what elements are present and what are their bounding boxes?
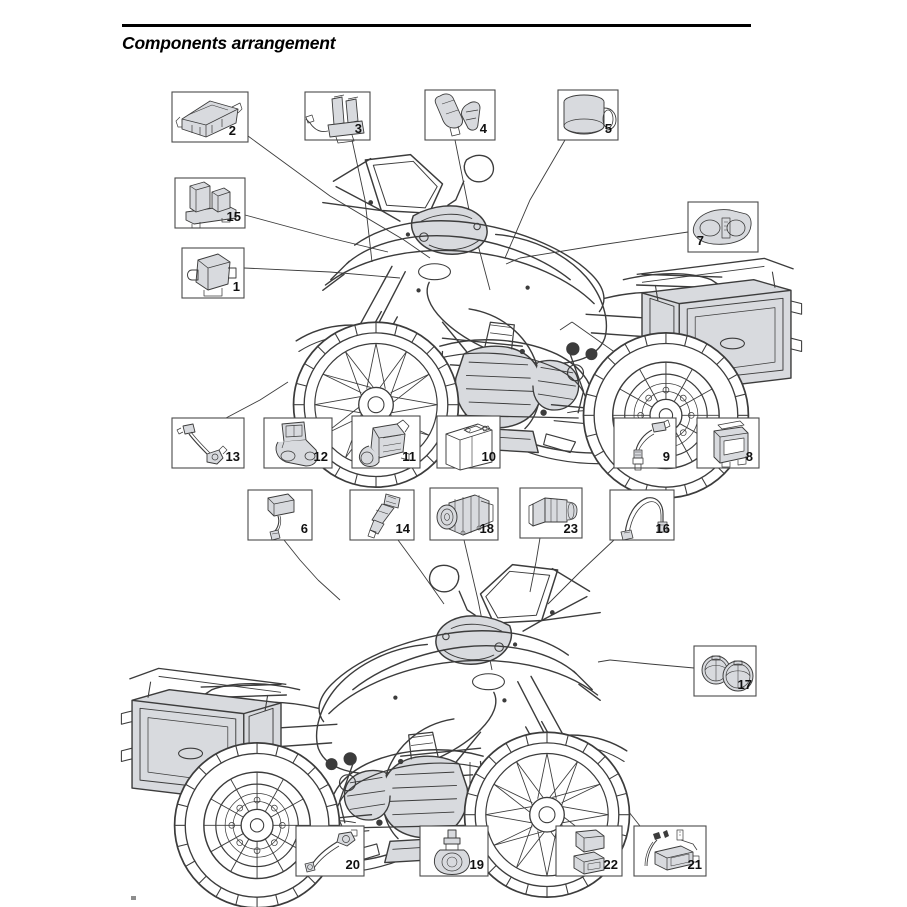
callout-box-14 [349, 489, 415, 541]
callout-box-4 [424, 89, 496, 141]
callout-box-11 [351, 415, 421, 469]
callout-number-14: 14 [395, 521, 410, 536]
callout-number-3: 3 [354, 121, 362, 136]
callout-number-9: 9 [662, 449, 670, 464]
callout-box-13 [171, 417, 245, 469]
callout-number-8: 8 [745, 449, 753, 464]
callout-number-16: 16 [655, 521, 670, 536]
callout-box-22 [555, 825, 623, 877]
callout-number-2: 2 [228, 123, 236, 138]
page-title: Components arrangement [122, 33, 336, 53]
callout-box-7 [687, 201, 759, 253]
title-rule [122, 24, 751, 27]
callout-box-19 [419, 825, 489, 877]
callout-box-12 [263, 417, 333, 469]
callout-box-21 [633, 825, 707, 877]
callout-number-12: 12 [313, 449, 328, 464]
callout-number-11: 11 [402, 449, 416, 464]
callout-box-10 [436, 415, 501, 471]
callout-number-5: 5 [604, 121, 612, 136]
callout-number-22: 22 [603, 857, 618, 872]
callout-number-1: 1 [232, 279, 240, 294]
motorcycle-right-side-view [120, 563, 631, 907]
footer-mark [131, 896, 136, 900]
callout-box-5 [557, 89, 619, 141]
callout-box-16 [609, 489, 675, 541]
callout-boxes [171, 89, 760, 877]
callout-number-19: 19 [469, 857, 484, 872]
callout-box-18 [429, 487, 499, 541]
callout-number-6: 6 [300, 521, 308, 536]
callout-number-21: 21 [687, 857, 702, 872]
callout-number-20: 20 [345, 857, 360, 872]
callout-number-13: 13 [225, 449, 240, 464]
callout-number-23: 23 [563, 521, 578, 536]
callout-number-17: 17 [737, 677, 752, 692]
callout-number-7: 7 [696, 233, 704, 248]
callout-number-4: 4 [479, 121, 487, 136]
callout-box-3 [304, 91, 371, 144]
callout-box-23 [519, 487, 583, 539]
callout-box-6 [247, 489, 313, 541]
callout-box-2 [171, 91, 249, 143]
callout-box-17 [693, 645, 757, 697]
callout-box-1 [181, 247, 245, 299]
callout-number-10: 10 [481, 449, 496, 464]
callout-number-18: 18 [479, 521, 494, 536]
callout-box-15 [174, 177, 246, 229]
callout-number-15: 15 [226, 209, 241, 224]
callout-box-9 [613, 417, 677, 471]
callout-box-20 [295, 825, 365, 877]
callout-box-8 [696, 417, 760, 469]
